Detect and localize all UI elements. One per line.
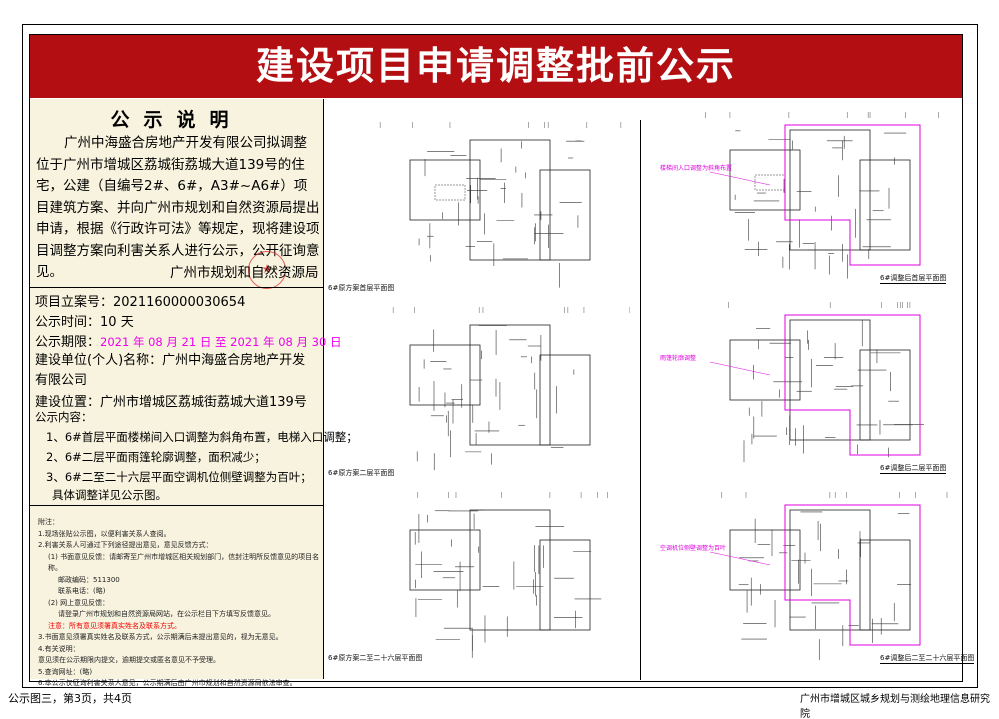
floor-plan-6: 空调机位侧壁调整为百叶 [660,492,948,660]
period: 公示期限：2021 年 08 月 21 日 至 2021 年 08 月 30 日 [35,335,342,350]
content-item: 1、6#首层平面楼梯间入口调整为斜角布置，电梯入口调整； [46,430,358,444]
drawing-divider [640,120,641,680]
institute-name: 广州市增城区城乡规划与测绘地理信息研究院 [800,694,990,719]
inner-frame [29,34,963,682]
builder: 建设单位(个人)名称：广州中海盛合房地产开发有限公司 [35,353,306,388]
outer-frame [22,24,978,688]
location: 建设位置：广州市增城区荔城街荔城大道139号 [35,395,307,410]
plan-label: 6#调整后二层平面图 [880,464,947,474]
floor-plan-1 [379,122,622,288]
page-number: 公示图三，第3页，共4页 [8,692,132,705]
plan-label: 6#调整后二至二十六层平面图 [880,654,975,664]
floor-plan-4: 雨篷轮廓调整 [660,302,924,463]
content-item: 2、6#二层平面雨篷轮廓调整，面积减少； [46,450,266,464]
plan-label: 6#调整后首层平面图 [880,274,947,284]
duration: 公示时间：10 天 [35,315,134,330]
plan-label: 6#原方案二至二十六层平面图 [328,654,423,662]
page-title: 建设项目申请调整批前公示 [30,35,962,98]
plan-label: 6#原方案二层平面图 [328,469,395,477]
change-note: 雨篷轮廓调整 [660,354,696,362]
change-note: 楼梯间入口调整为斜角布置 [660,164,732,172]
content-label: 公示内容： [35,410,93,424]
plan-label: 6#原方案首层平面图 [328,284,395,292]
notes: 附注： 1.现场张贴公示图，以便利害关系人查阅。2.利害关系人可通过下列途径提出… [38,518,320,687]
notice-heading: 公示说明 [110,109,243,131]
change-note: 空调机位侧壁调整为百叶 [660,544,726,552]
notice-panel: 公示说明 广州中海盛合房地产开发有限公司拟调整位于广州市增城区荔城街荔城大道13… [30,99,358,687]
divider [30,287,323,288]
divider [30,505,323,506]
case-number: 项目立案号：2021160000030654 [35,295,246,310]
content-item: 具体调整详见公示图。 [52,488,167,502]
floor-plan-5 [409,492,608,658]
floor-plan-3 [392,307,630,471]
content-item: 3、6#二至二十六层平面空调机位侧壁调整为百叶； [46,470,312,484]
notice-org: 广州市规划和自然资源局 [170,265,319,281]
official-seal [248,251,286,289]
floor-plan-2: 楼梯间入口调整为斜角布置 [660,112,939,279]
notice-body: 广州中海盛合房地产开发有限公司拟调整位于广州市增城区荔城街荔城大道139号的住宅… [36,135,320,280]
